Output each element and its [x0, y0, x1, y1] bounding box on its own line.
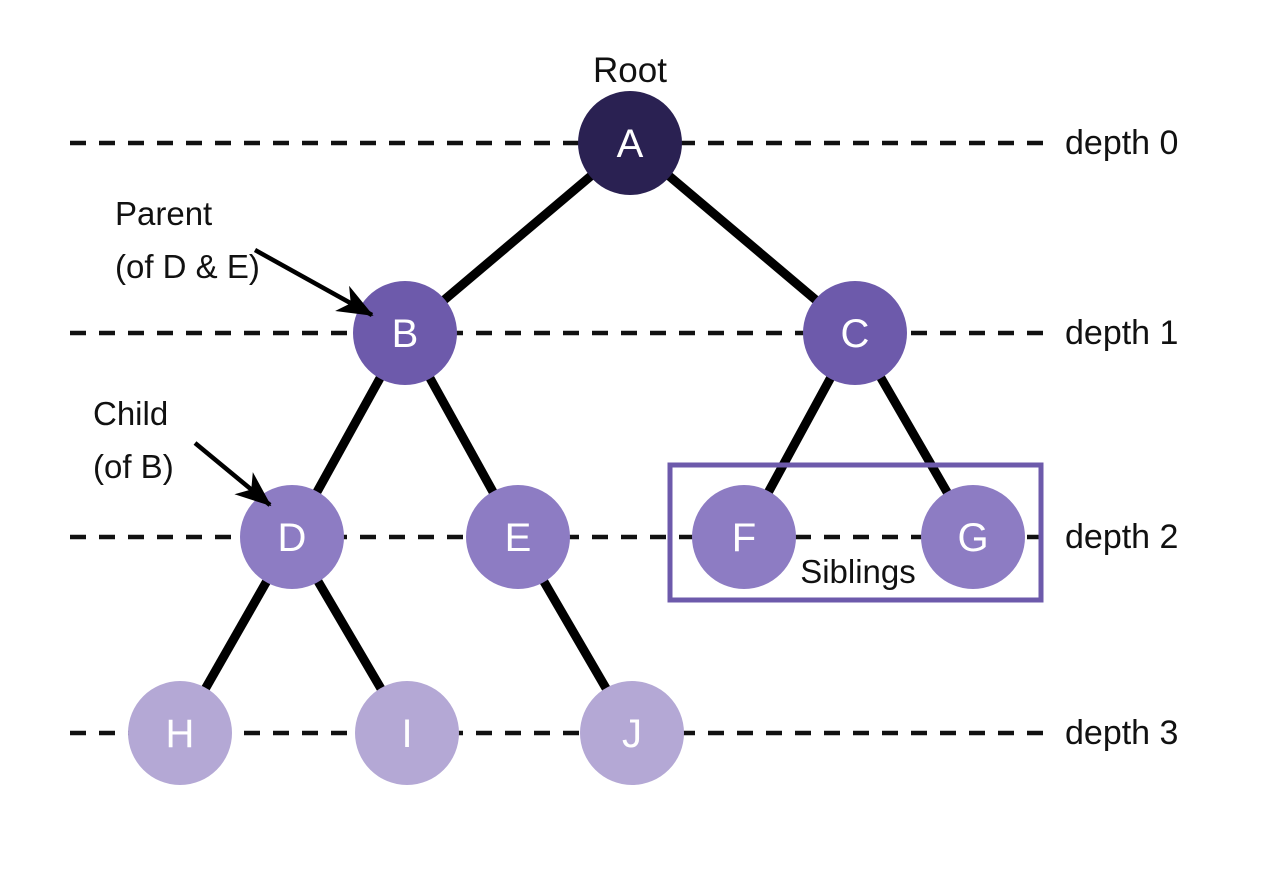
tree-node-H[interactable]: H	[128, 681, 232, 785]
tree-edge-B-D	[311, 373, 386, 497]
node-label-G: G	[957, 516, 988, 560]
node-label-I: I	[401, 712, 412, 756]
siblings-label: Siblings	[800, 553, 916, 590]
annotation-child-arrow	[193, 441, 272, 507]
annotation-child: Child (of B)	[93, 395, 272, 507]
tree-edge-A-B	[439, 171, 596, 305]
node-circle-G[interactable]	[921, 485, 1025, 589]
node-circle-C[interactable]	[803, 281, 907, 385]
depth-label-1: depth 1	[1065, 314, 1178, 352]
node-circle-E[interactable]	[466, 485, 570, 589]
annotation-parent-arrow	[253, 248, 374, 317]
tree-node-D[interactable]: D	[240, 485, 344, 589]
annotation-parent-line2: (of D & E)	[115, 248, 260, 285]
node-circle-H[interactable]	[128, 681, 232, 785]
tree-nodes: A B C D E F G H I J Siblings	[128, 91, 1025, 785]
node-label-J: J	[622, 712, 642, 756]
node-label-D: D	[278, 516, 307, 560]
node-label-F: F	[732, 516, 756, 560]
tree-node-F[interactable]: F	[692, 485, 796, 589]
tree-edge-D-I	[312, 576, 387, 694]
tree-node-G[interactable]: G	[921, 485, 1025, 589]
node-circle-J[interactable]	[580, 681, 684, 785]
tree-edge-C-G	[875, 373, 953, 497]
tree-node-B[interactable]: B	[353, 281, 457, 385]
annotation-parent: Parent (of D & E)	[115, 195, 374, 317]
depth-label-2: depth 2	[1065, 518, 1178, 556]
siblings-highlight-group	[667, 462, 1044, 603]
tree-edge-D-H	[200, 577, 272, 693]
node-label-B: B	[392, 312, 419, 356]
node-label-C: C	[841, 312, 870, 356]
annotation-parent-line1: Parent	[115, 195, 212, 232]
node-label-E: E	[505, 516, 532, 560]
node-label-H: H	[166, 712, 195, 756]
root-caption-label: Root	[593, 51, 667, 90]
siblings-box	[667, 462, 1044, 603]
tree-node-A[interactable]: A	[578, 91, 682, 195]
depth-label-3: depth 3	[1065, 714, 1178, 752]
node-circle-B[interactable]	[353, 281, 457, 385]
annotation-child-line1: Child	[93, 395, 168, 432]
annotation-child-line2: (of B)	[93, 448, 174, 485]
tree-node-I[interactable]: I	[355, 681, 459, 785]
callout-annotations: Parent (of D & E) Child (of B)	[93, 195, 374, 507]
node-circle-F[interactable]	[692, 485, 796, 589]
node-label-A: A	[617, 122, 644, 166]
tree-node-C[interactable]: C	[803, 281, 907, 385]
depth-guide-lines: depth 0 depth 1 depth 2 depth 3	[70, 124, 1178, 752]
node-circle-I[interactable]	[355, 681, 459, 785]
tree-node-J[interactable]: J	[580, 681, 684, 785]
node-circle-A[interactable]	[578, 91, 682, 195]
tree-node-E[interactable]: E	[466, 485, 570, 589]
tree-edge-B-E	[424, 373, 499, 497]
tree-edge-C-F	[763, 373, 836, 497]
tree-edge-E-J	[538, 577, 612, 693]
tree-edge-A-C	[664, 171, 821, 305]
depth-label-0: depth 0	[1065, 124, 1178, 162]
node-circle-D[interactable]	[240, 485, 344, 589]
tree-edges	[200, 171, 953, 694]
